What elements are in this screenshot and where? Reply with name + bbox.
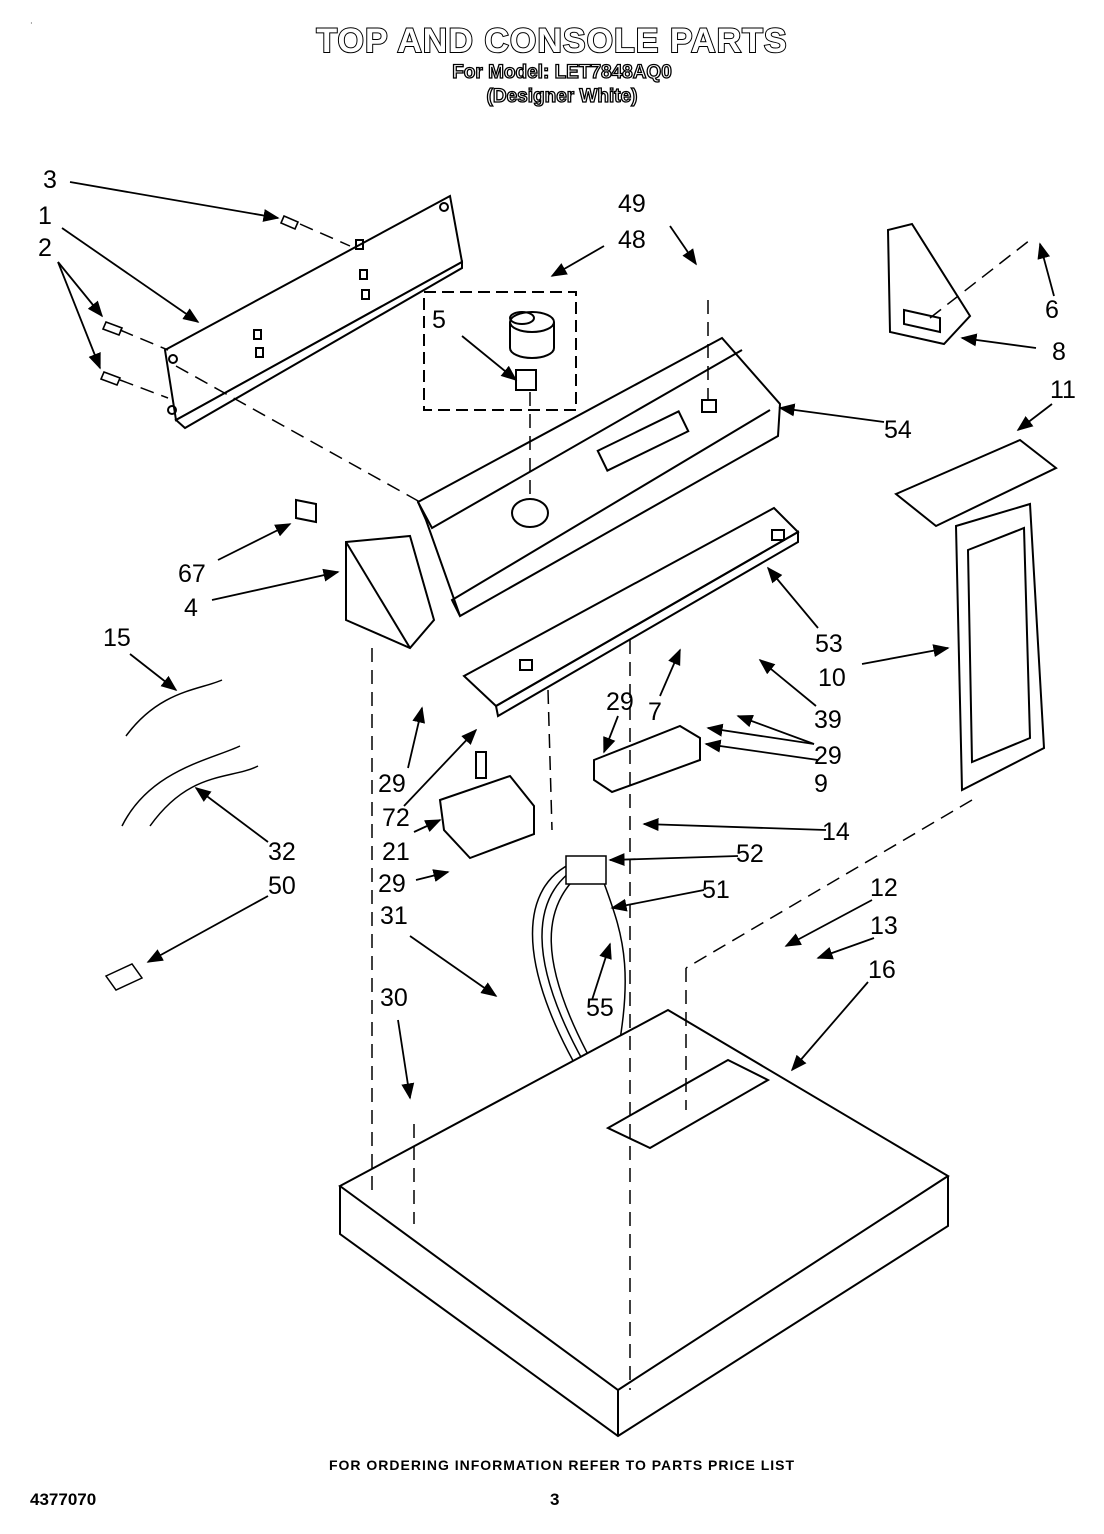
callout-39: 39: [814, 706, 842, 734]
console-drawing: [416, 336, 782, 618]
callout-29-upper: 29: [606, 688, 634, 716]
right-end-cap-drawing: [886, 222, 972, 346]
wire-harness-drawing: [509, 855, 714, 1301]
callout-29-right: 29: [814, 742, 842, 770]
callout-32: 32: [268, 838, 296, 866]
callout-11: 11: [1050, 376, 1076, 404]
callout-29-left: 29: [378, 770, 406, 798]
callout-67: 67: [178, 560, 206, 588]
document-number: 4377070: [30, 1490, 97, 1509]
end-cap-drawing: [295, 498, 436, 650]
callout-3: 3: [43, 166, 57, 194]
callout-49: 49: [618, 190, 646, 218]
page-number: 3: [550, 1490, 560, 1509]
knob-drawing: [509, 311, 555, 391]
callout-7: 7: [648, 698, 662, 726]
callout-6: 6: [1045, 296, 1059, 324]
switch-block-drawing: [593, 724, 701, 794]
color-line: (Designer White): [486, 85, 638, 107]
callout-13: 13: [870, 912, 898, 940]
callout-55: 55: [586, 994, 614, 1022]
callout-48: 48: [618, 226, 646, 254]
callout-31: 31: [380, 902, 408, 930]
callout-53: 53: [815, 630, 843, 658]
timer-drawing: [438, 751, 535, 860]
callout-15: 15: [103, 624, 131, 652]
corner-mark: ˙: [30, 20, 34, 34]
top-cover-drawing: [338, 1008, 950, 1438]
callout-5: 5: [432, 306, 446, 334]
callout-4: 4: [184, 594, 198, 622]
callout-51: 51: [702, 876, 730, 904]
callout-54: 54: [884, 416, 912, 444]
callout-labels: 3 1 2 49 48 5 6 8 11 54 67 4 15 53 10 7 …: [38, 166, 1076, 1022]
control-bracket-drawing: [462, 506, 800, 718]
callout-50: 50: [268, 872, 296, 900]
screw-drawings: [99, 214, 300, 387]
callout-arrows: [57, 181, 1055, 1100]
callout-72: 72: [382, 804, 410, 832]
lid-drawing: [894, 438, 1058, 528]
callout-16: 16: [868, 956, 896, 984]
callout-9: 9: [814, 770, 828, 798]
model-line: For Model: LET7848AQ0: [452, 61, 673, 83]
callout-29-lower: 29: [378, 870, 406, 898]
page-title: TOP AND CONSOLE PARTS: [315, 21, 788, 61]
lid-frame-drawing: [954, 502, 1046, 792]
dashed-leaders: [119, 223, 1031, 1390]
callout-2: 2: [38, 234, 52, 262]
rear-panel-drawing: [163, 194, 464, 430]
callout-21: 21: [382, 838, 410, 866]
callout-52: 52: [736, 840, 764, 868]
callout-12: 12: [870, 874, 898, 902]
loose-wire-drawing: [104, 679, 259, 991]
callout-1: 1: [38, 202, 52, 230]
ordering-info-footer: FOR ORDERING INFORMATION REFER TO PARTS …: [328, 1457, 796, 1473]
callout-8: 8: [1052, 338, 1066, 366]
callout-14: 14: [822, 818, 850, 846]
callout-10: 10: [818, 664, 846, 692]
callout-30: 30: [380, 984, 408, 1012]
